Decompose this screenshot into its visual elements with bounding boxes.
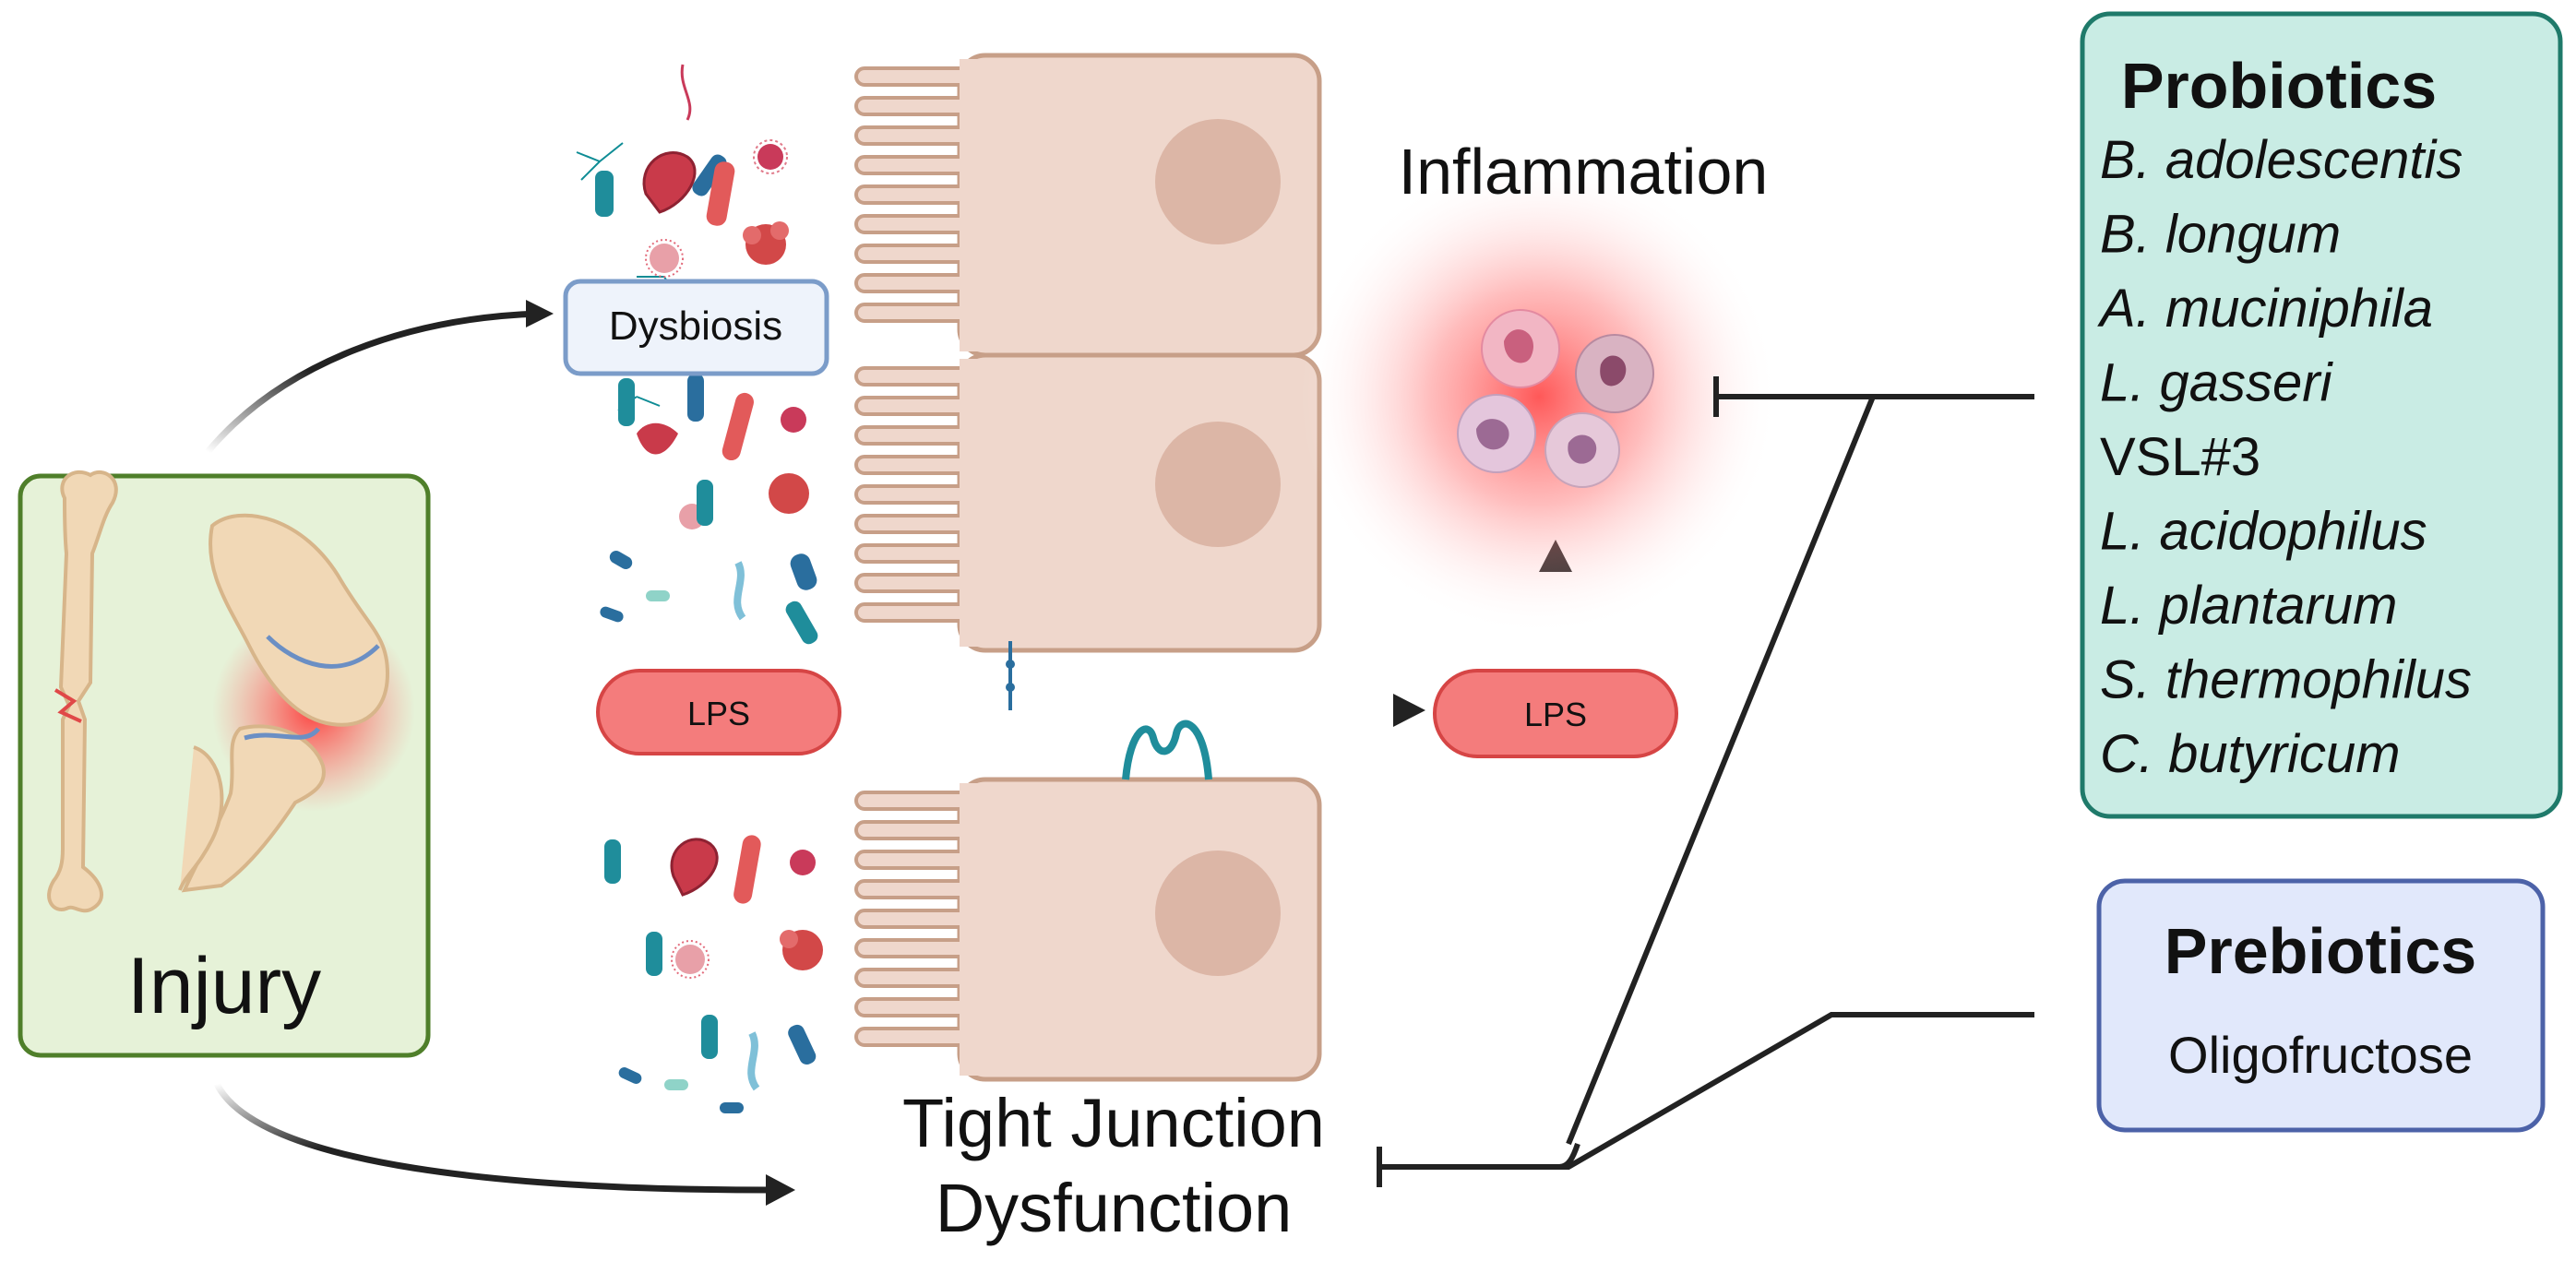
injury-panel: Injury [18, 470, 431, 1058]
tight-junction-protein-icon [1122, 720, 1212, 780]
prebiotics-item: Oligofructose [2168, 1026, 2473, 1084]
probiotic-item: S. thermophilus [2100, 650, 2472, 710]
dysbiosis-box: Dysbiosis [563, 279, 829, 376]
cell-nucleus [1155, 851, 1281, 976]
epithelial-cells [854, 53, 1322, 1082]
probiotics-title: Probiotics [2121, 50, 2437, 122]
probiotic-item: L. gasseri [2100, 353, 2334, 413]
prebiotics-panel: Prebiotics Oligofructose [2096, 878, 2546, 1133]
lps-right-label: LPS [1524, 696, 1587, 733]
probiotic-item: B. longum [2100, 205, 2341, 265]
probiotics-panel: Probiotics B. adolescentis B. longum A. mu… [2080, 11, 2563, 819]
injury-label: Injury [127, 942, 321, 1030]
tight-junction-line2: Dysfunction [936, 1170, 1293, 1246]
probiotics-list: B. adolescentis B. longum A. muciniphilaL.… [2097, 130, 2472, 784]
probiotic-item: C. butyricum [2100, 724, 2401, 784]
lps-pill-left: LPS [596, 669, 841, 755]
knee-joint-icon [178, 513, 415, 893]
injury-to-dysbiosis-arrow [205, 310, 541, 455]
epithelial-cell [854, 53, 1322, 358]
lps-molecule-icon [1006, 641, 1015, 710]
probiotic-item: L. acidophilus [2100, 502, 2427, 562]
inflammation-label: Inflammation [1399, 136, 1769, 208]
broken-bone-icon [47, 470, 118, 913]
tight-junction-line1: Tight Junction [902, 1085, 1325, 1161]
cell-nucleus [1155, 119, 1281, 244]
probiotic-item: B. adolescentis [2100, 130, 2463, 190]
epithelial-cell [854, 352, 1322, 653]
probiotic-item: A. muciniphila [2097, 279, 2433, 339]
injury-to-tight-junction-arrow [213, 1082, 771, 1194]
probiotic-item: L. plantarum [2100, 576, 2397, 636]
inhibition-connectors [1377, 376, 2034, 1187]
lps-pill-right: LPS [1433, 669, 1678, 758]
lps-left-label: LPS [687, 695, 750, 732]
tight-junction-label: Tight Junction Dysfunction [902, 1085, 1325, 1246]
inflammation-region: Inflammation [1299, 136, 1779, 636]
prebiotics-title: Prebiotics [2165, 915, 2476, 987]
epithelial-cell [854, 777, 1322, 1082]
immune-cells-icon [1457, 309, 1654, 488]
dysbiosis-label: Dysbiosis [609, 303, 782, 349]
probiotic-item: VSL#3 [2100, 427, 2260, 487]
microbiome-cluster-bottom [604, 835, 823, 1113]
cell-nucleus [1155, 422, 1281, 547]
